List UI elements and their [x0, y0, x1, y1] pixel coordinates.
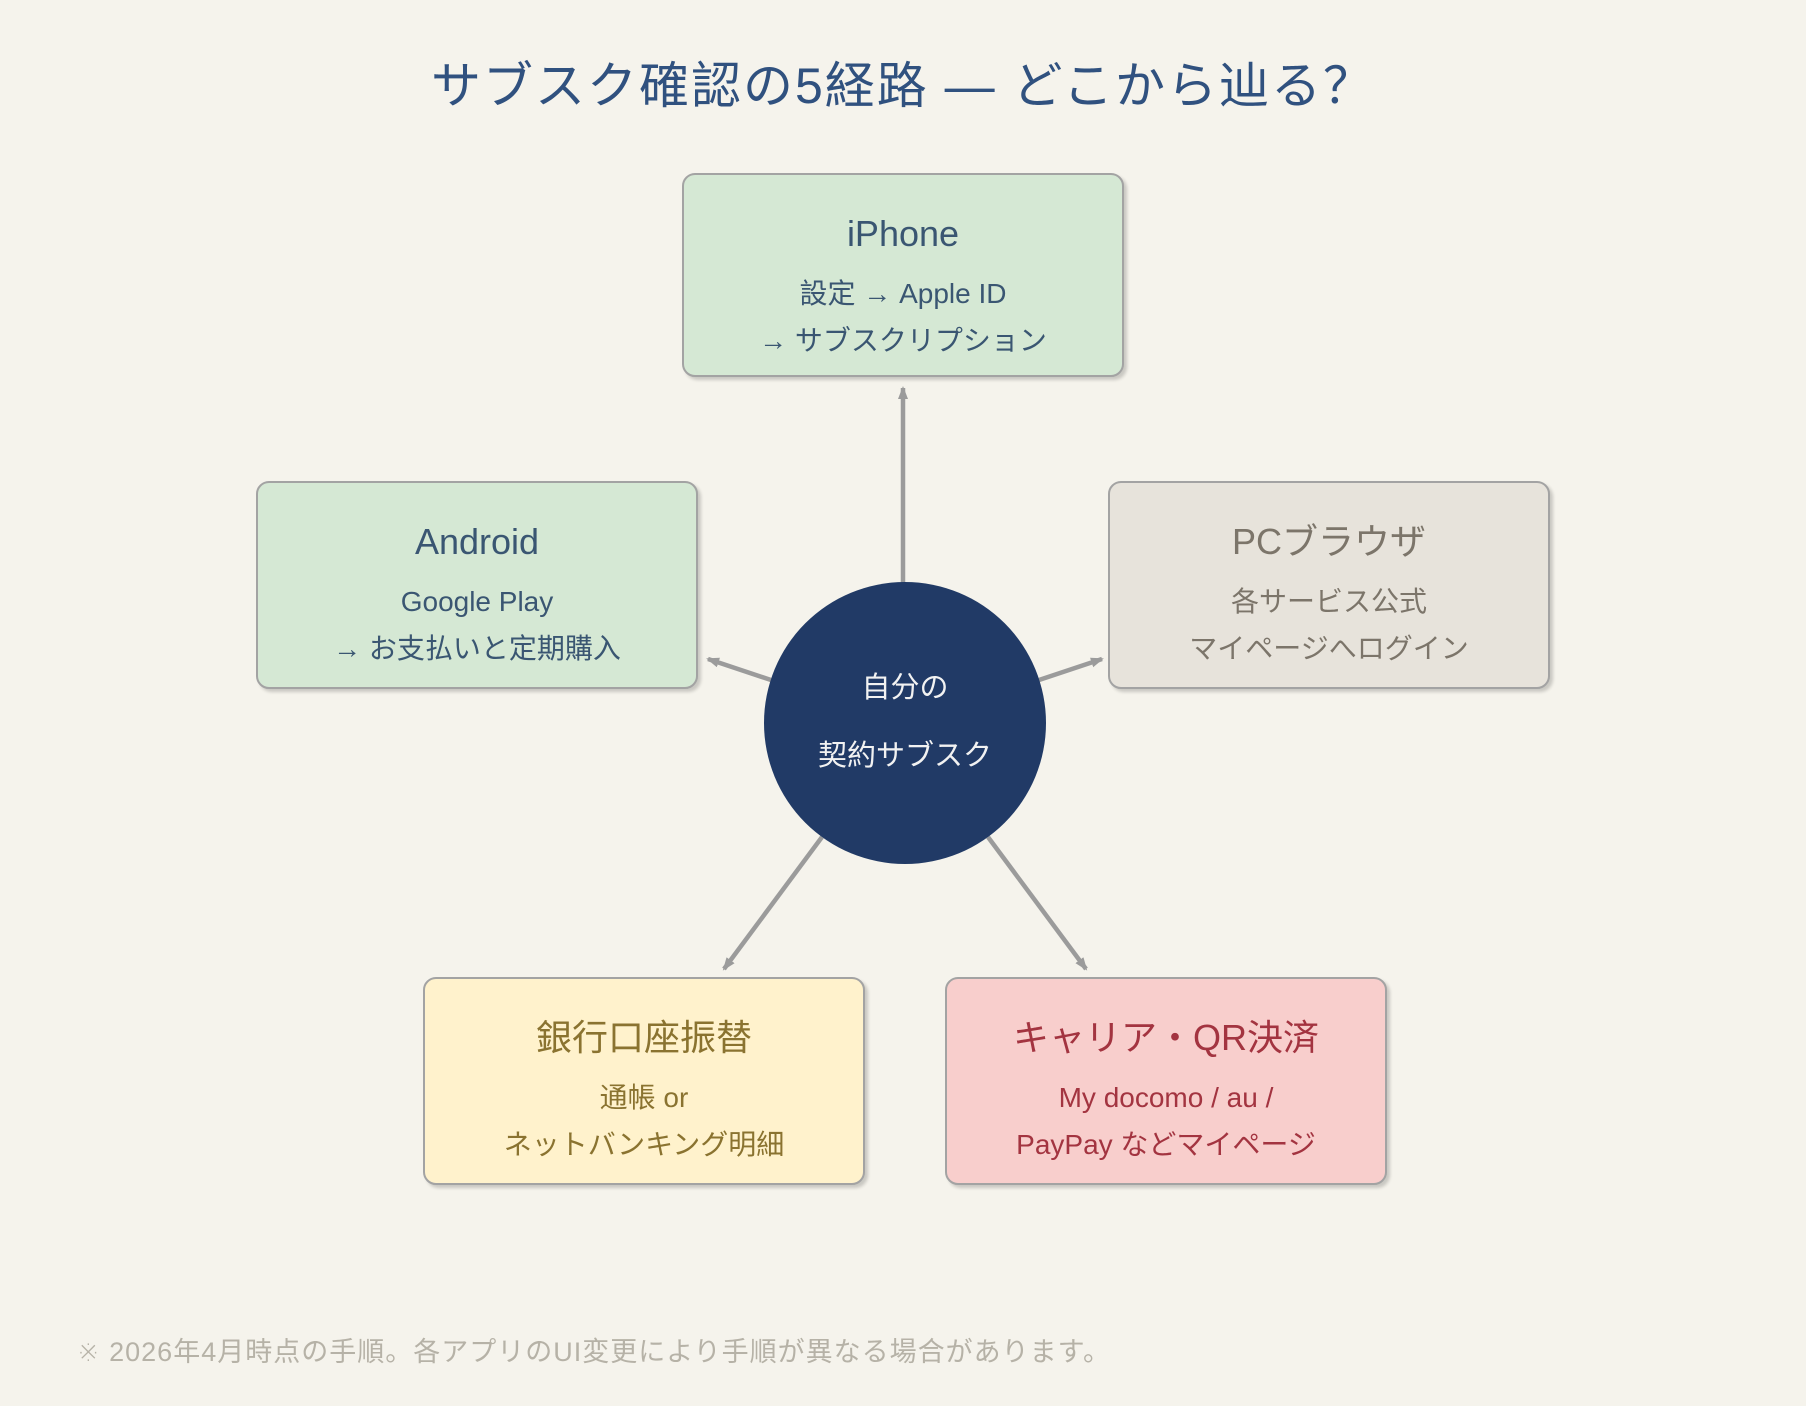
node-pc-browser-step-line: マイページへログイン	[1189, 633, 1469, 665]
node-carrier-qr-step-line: PayPay などマイページ	[1016, 1129, 1316, 1161]
node-android-step-line: Google Play	[400, 586, 554, 617]
page-title: サブスク確認の5経路 — どこから辿る？	[430, 58, 1376, 114]
connector-center-to-carrier	[986, 835, 1088, 971]
node-bank-transfer-title: 銀行口座振替	[535, 1017, 752, 1058]
center-node-label-line: 自分の	[861, 672, 949, 705]
node-android-step-line: → お支払いと定期購入	[333, 633, 621, 665]
connector-center-to-bank	[722, 835, 824, 971]
node-bank-transfer-step-line: ネットバンキング明細	[503, 1129, 785, 1161]
node-iphone-step-line: 設定 → Apple ID	[799, 278, 1007, 309]
node-bank-transfer-step-line: 通帳 or	[599, 1082, 689, 1113]
center-node-my-subscriptions: 自分の 契約サブスク	[764, 582, 1046, 864]
node-android-title: Android	[414, 521, 540, 562]
center-node-label-line: 契約サブスク	[817, 740, 992, 772]
node-pc-browser-title: PCブラウザ	[1231, 521, 1426, 562]
node-pc-browser: PCブラウザ 各サービス公式 マイページへログイン	[1108, 481, 1550, 689]
connector-center-to-android	[706, 656, 772, 683]
footnote: ※ 2026年4月時点の手順。各アプリのUI変更により手順が異なる場合があります…	[77, 1337, 1111, 1367]
node-bank-transfer: 銀行口座振替 通帳 or ネットバンキング明細	[423, 977, 865, 1185]
node-iphone-step-line: → サブスクリプション	[759, 325, 1047, 357]
node-carrier-qr: キャリア・QR決済 My docomo / au / PayPay などマイペー…	[945, 977, 1387, 1185]
node-carrier-qr-title: キャリア・QR決済	[1012, 1017, 1319, 1058]
node-iphone: iPhone 設定 → Apple ID → サブスクリプション	[682, 173, 1124, 377]
node-iphone-title: iPhone	[846, 213, 960, 254]
node-pc-browser-step-line: 各サービス公式	[1230, 586, 1427, 617]
connector-center-to-pc	[1038, 656, 1104, 683]
node-carrier-qr-step-line: My docomo / au /	[1058, 1082, 1274, 1113]
node-android: Android Google Play → お支払いと定期購入	[256, 481, 698, 689]
